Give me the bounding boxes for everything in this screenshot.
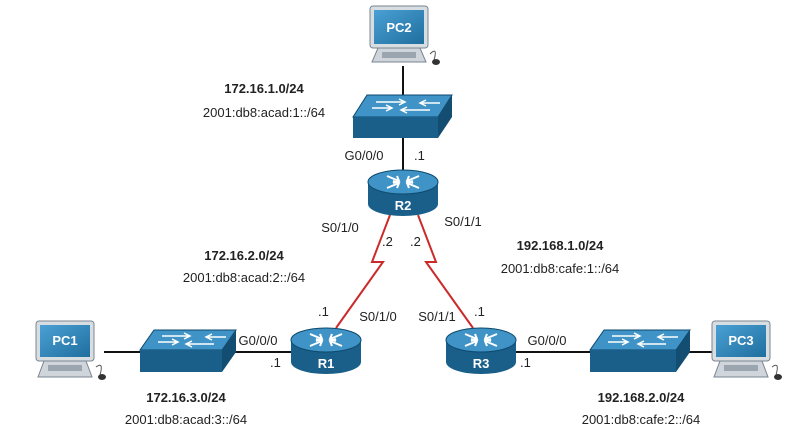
r2-s011-host: .2 xyxy=(410,234,421,249)
router-r2[interactable]: R2 xyxy=(367,169,439,216)
serial-link-r1-r2 xyxy=(335,214,391,329)
lan2-ipv4: 172.16.1.0/24 xyxy=(224,81,304,96)
r2r3-ipv6: 2001:db8:cafe:1::/64 xyxy=(501,261,620,276)
router-icon xyxy=(290,327,362,374)
r3-s011-host: .1 xyxy=(474,304,485,319)
r1-g000-name: G0/0/0 xyxy=(238,333,277,348)
switch-icon xyxy=(589,329,691,372)
r2-s010-host: .2 xyxy=(382,234,393,249)
router-icon xyxy=(367,169,439,216)
pc-icon xyxy=(35,320,106,380)
pc-icon xyxy=(711,320,782,380)
switch-icon xyxy=(139,329,237,372)
r1-label: R1 xyxy=(318,356,335,371)
r3-g000-name: G0/0/0 xyxy=(527,333,566,348)
lan2-ipv6: 2001:db8:acad:1::/64 xyxy=(203,105,325,120)
pc-icon xyxy=(369,5,440,65)
switch-2[interactable] xyxy=(352,94,453,138)
r3-g000-host: .1 xyxy=(520,355,531,370)
router-r1[interactable]: R1 xyxy=(290,327,362,374)
router-icon xyxy=(445,327,517,374)
switch-3[interactable] xyxy=(589,329,691,372)
r2r3-ipv4: 192.168.1.0/24 xyxy=(517,238,605,253)
pc1-device[interactable]: PC1 xyxy=(35,320,106,380)
r1r2-ipv6: 2001:db8:acad:2::/64 xyxy=(183,270,305,285)
r3-s011-name: S0/1/1 xyxy=(418,309,456,324)
r2-g000-host: .1 xyxy=(414,148,425,163)
r2-s011-name: S0/1/1 xyxy=(444,214,482,229)
lan1-ipv4: 172.16.3.0/24 xyxy=(146,390,226,405)
pc2-label: PC2 xyxy=(386,20,411,35)
pc2-device[interactable]: PC2 xyxy=(369,5,440,65)
r1-g000-host: .1 xyxy=(270,355,281,370)
r1-s010-host: .1 xyxy=(318,304,329,319)
lan3-ipv4: 192.168.2.0/24 xyxy=(598,390,686,405)
r3-label: R3 xyxy=(473,356,490,371)
pc3-label: PC3 xyxy=(728,333,753,348)
lan1-ipv6: 2001:db8:acad:3::/64 xyxy=(125,412,247,427)
switch-icon xyxy=(352,94,453,138)
serial-link-r2-r3 xyxy=(417,214,474,329)
pc1-label: PC1 xyxy=(52,333,77,348)
r2-s010-name: S0/1/0 xyxy=(321,220,359,235)
r1-s010-name: S0/1/0 xyxy=(359,309,397,324)
lan3-ipv6: 2001:db8:cafe:2::/64 xyxy=(582,412,701,427)
r1r2-ipv4: 172.16.2.0/24 xyxy=(204,248,284,263)
r2-label: R2 xyxy=(395,198,412,213)
pc3-device[interactable]: PC3 xyxy=(711,320,782,380)
r2-g000-name: G0/0/0 xyxy=(344,148,383,163)
switch-1[interactable] xyxy=(139,329,237,372)
router-r3[interactable]: R3 xyxy=(445,327,517,374)
